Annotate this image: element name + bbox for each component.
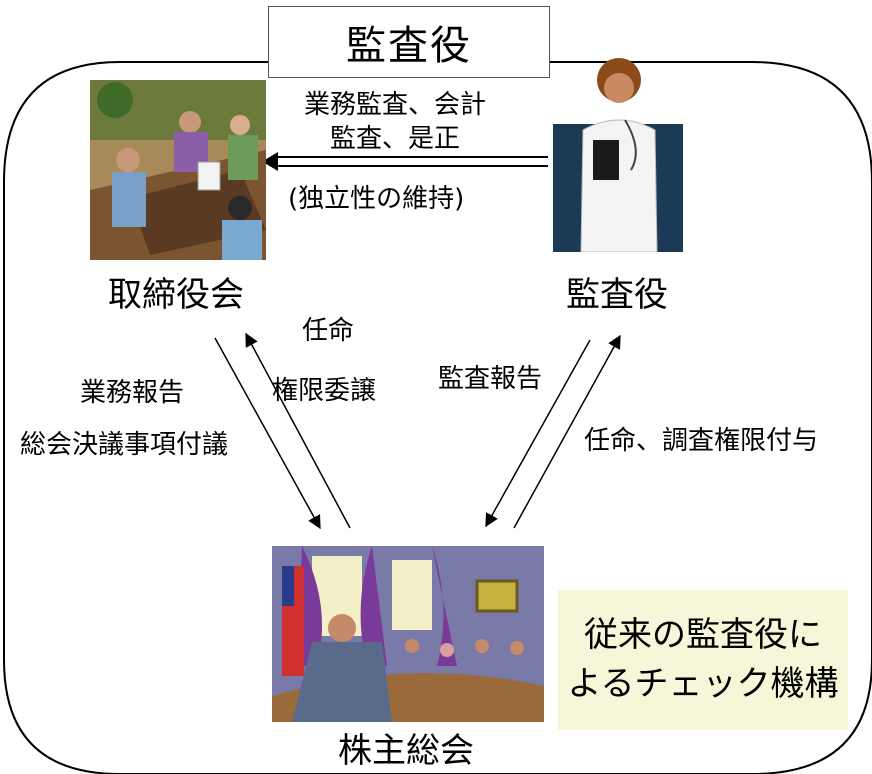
title-box: 監査役 xyxy=(268,6,550,78)
node-label-board: 取締役会 xyxy=(108,275,244,315)
outer-frame xyxy=(3,61,872,774)
node-label-auditor: 監査役 xyxy=(566,275,668,315)
edge-label-agenda-submission: 総会決議事項付議 xyxy=(20,430,229,460)
note-line2: よるチェック機構 xyxy=(567,664,839,704)
edge-label-audit-line3: (独立性の維持) xyxy=(288,184,465,214)
boardroom-illustration-icon xyxy=(272,546,544,722)
arrow-auditor-to-board xyxy=(262,152,548,171)
edge-label-business-report: 業務報告 xyxy=(80,378,185,408)
edge-label-audit-report: 監査報告 xyxy=(438,364,543,394)
edge-label-appointment: 任命 xyxy=(302,316,355,346)
edge-label-audit-line2: 監査、是正 xyxy=(330,124,461,154)
doctor-illustration-icon xyxy=(553,40,683,252)
arrow-auditor-to-shareholders xyxy=(485,339,591,528)
arrow-shareholders-to-board xyxy=(245,332,351,529)
node-label-shareholders: 株主総会 xyxy=(338,731,474,771)
note-line1: 従来の監査役に xyxy=(584,614,822,655)
edge-label-delegation: 権限委譲 xyxy=(272,376,377,406)
title-text: 監査役 xyxy=(346,23,472,69)
edge-label-audit-line1: 業務監査、会計 xyxy=(304,90,487,120)
note-box: 従来の監査役に よるチェック機構 xyxy=(558,590,848,730)
arrow-shareholders-to-auditor xyxy=(513,334,621,529)
arrow-board-to-shareholders xyxy=(214,337,321,530)
meeting-illustration-icon xyxy=(90,80,266,260)
edge-label-appointment-investigation: 任命、調査権限付与 xyxy=(584,426,819,456)
